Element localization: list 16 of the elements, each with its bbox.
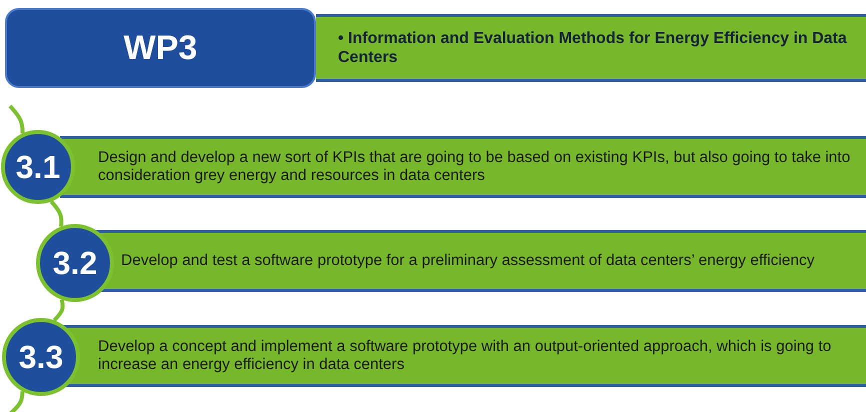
description-text: Develop and test a software prototype for a preliminary assessment of data centers’ energy efficiency <box>121 252 815 270</box>
connector-line <box>50 200 64 227</box>
step-number: 3.3 <box>18 338 64 376</box>
task-bar <box>60 136 866 198</box>
description-text: • Information and Evaluation Methods for Energy Efficiency in Data Centers <box>338 29 848 67</box>
step-number: 3.1 <box>16 148 60 186</box>
description-text: Develop a concept and implement a software prototype with an output-oriented approach, which is going to increase an energy efficiency in data centers <box>98 338 832 374</box>
title-text: WP3 <box>124 28 198 68</box>
title-box <box>5 8 316 88</box>
step-number: 3.2 <box>52 244 98 282</box>
heading-bar <box>316 14 866 82</box>
description-text: Design and develop a new sort of KPIs that are going to be based on existing KPIs, but also going to take into consideration grey energy and resources in data centers <box>98 149 852 185</box>
connector-line <box>52 299 65 322</box>
connector-line <box>8 104 25 134</box>
task-bar <box>95 230 866 292</box>
connector-line <box>8 391 24 412</box>
